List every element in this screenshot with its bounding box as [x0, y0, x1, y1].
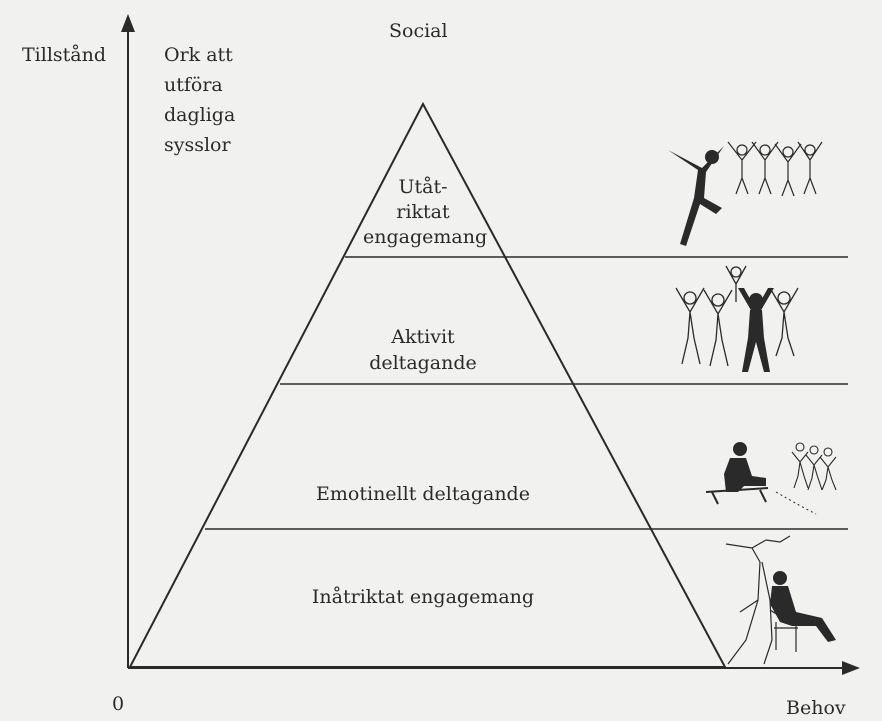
person-under-tree-icon — [725, 535, 836, 665]
level-label-line: Emotinellt deltagande — [316, 483, 530, 505]
level-label-line: deltagande — [369, 352, 477, 374]
y-axis-sublabel-line: Ork att — [164, 44, 233, 66]
y-axis-sublabel-line: dagliga — [164, 104, 236, 126]
origin-label: 0 — [112, 693, 125, 715]
jumping-people-icon — [668, 141, 823, 246]
y-axis-arrowhead — [121, 14, 135, 32]
level-label-line: Utåt- — [398, 176, 448, 198]
level-label-line: Inåtriktat engagemang — [311, 586, 535, 608]
pyramid-outline — [128, 101, 727, 668]
y-axis-sublabel-line: utföra — [164, 74, 223, 96]
y-axis-sublabel-line: sysslor — [164, 134, 231, 156]
y-axis-label: Tillstånd — [22, 44, 107, 66]
x-axis-arrowhead — [842, 661, 860, 675]
level-label-line: Aktivit — [391, 326, 455, 348]
level-label-line: engagemang — [363, 226, 488, 248]
level-label-line: riktat — [396, 201, 450, 223]
x-axis-label: Behov — [786, 697, 846, 719]
seated-observer-icon — [705, 442, 837, 515]
group-cheering-icon — [675, 265, 799, 372]
top-label: Social — [389, 20, 448, 42]
